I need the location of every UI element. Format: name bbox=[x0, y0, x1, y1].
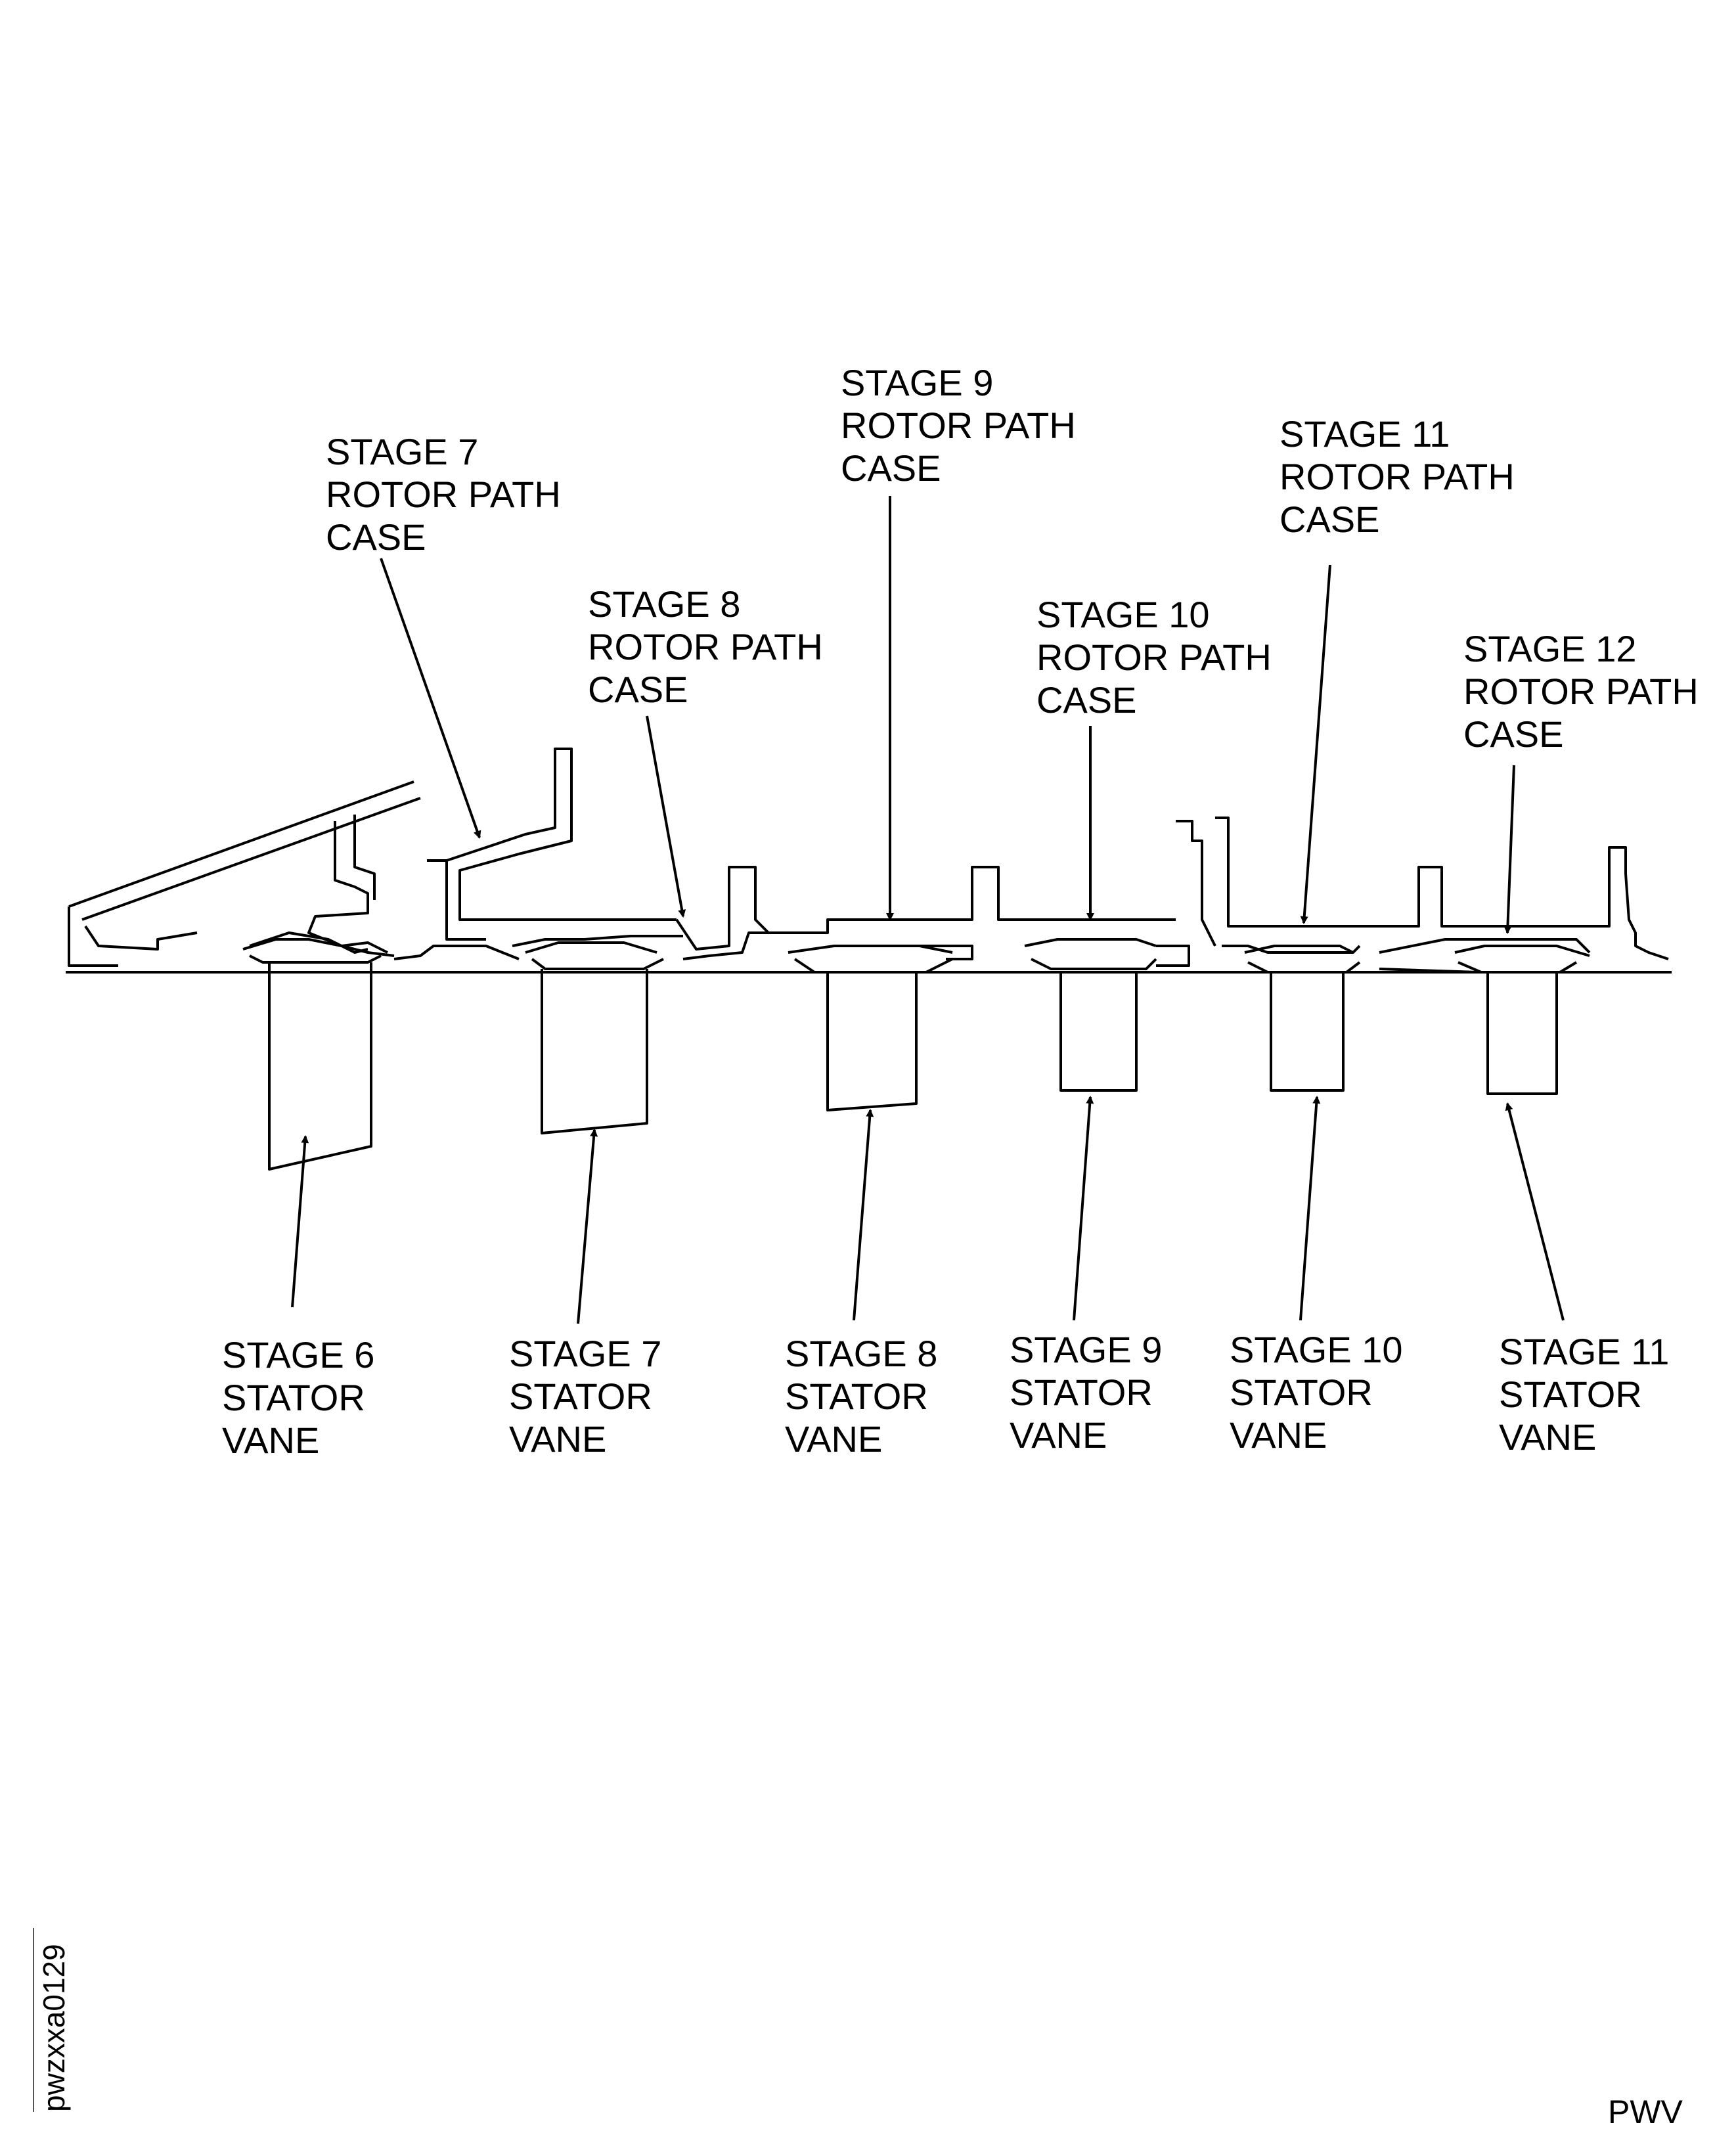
callout-line: ROTOR PATH bbox=[588, 626, 823, 667]
stage6-vane bbox=[242, 938, 395, 1171]
callout-stage9-stator-vane: STAGE 9 STATOR VANE bbox=[1010, 1328, 1162, 1456]
callout-line: ROTOR PATH bbox=[1036, 637, 1272, 678]
callout-line: STAGE 7 bbox=[509, 1333, 662, 1374]
callout-line: STATOR bbox=[1010, 1372, 1153, 1413]
callout-line: ROTOR PATH bbox=[841, 405, 1076, 446]
callout-stage11-stator-vane: STAGE 11 STATOR VANE bbox=[1499, 1330, 1669, 1458]
callout-line: STATOR bbox=[785, 1376, 928, 1417]
leader-stage7-rotor bbox=[380, 558, 481, 839]
stage11-rotor-case bbox=[1176, 817, 1406, 954]
callout-line: STAGE 9 bbox=[1010, 1329, 1163, 1370]
leader-stage11-rotor bbox=[1300, 564, 1331, 924]
figure-code: pwzxxa0129 bbox=[37, 1944, 71, 2112]
callout-stage9-rotor-case: STAGE 9 ROTOR PATH CASE bbox=[841, 361, 1076, 489]
callout-line: STATOR bbox=[222, 1377, 365, 1418]
callout-stage6-stator-vane: STAGE 6 STATOR VANE bbox=[222, 1333, 374, 1462]
callout-line: STAGE 7 bbox=[326, 431, 479, 472]
leader-stage8-vane bbox=[853, 1109, 874, 1321]
callout-line: ROTOR PATH bbox=[1463, 671, 1699, 712]
stage12-rotor-case bbox=[1379, 846, 1669, 960]
leader-stage11-vane bbox=[1505, 1102, 1565, 1321]
callout-line: VANE bbox=[785, 1418, 883, 1460]
callout-line: VANE bbox=[1010, 1414, 1107, 1456]
callout-stage12-rotor-case: STAGE 12 ROTOR PATH CASE bbox=[1463, 627, 1699, 755]
leader-stage7-vane bbox=[577, 1129, 598, 1324]
stage9-vane bbox=[1024, 938, 1190, 1092]
callout-line: STAGE 12 bbox=[1463, 628, 1637, 669]
callout-line: CASE bbox=[841, 447, 941, 489]
callout-line: VANE bbox=[1230, 1414, 1327, 1456]
leader-stage6-vane bbox=[291, 1135, 309, 1308]
stage8-rotor-case bbox=[675, 866, 1176, 960]
callout-line: STAGE 11 bbox=[1280, 413, 1450, 455]
callout-line: VANE bbox=[509, 1418, 607, 1460]
callout-line: STAGE 10 bbox=[1230, 1329, 1403, 1370]
callout-line: STAGE 8 bbox=[588, 583, 741, 625]
callout-line: STATOR bbox=[1230, 1372, 1373, 1413]
callout-stage10-rotor-case: STAGE 10 ROTOR PATH CASE bbox=[1036, 593, 1272, 721]
callout-line: VANE bbox=[222, 1420, 320, 1461]
stage7-vane bbox=[525, 941, 664, 1134]
callout-stage7-stator-vane: STAGE 7 STATOR VANE bbox=[509, 1332, 661, 1460]
callout-stage8-stator-vane: STAGE 8 STATOR VANE bbox=[785, 1332, 937, 1460]
callout-line: STAGE 6 bbox=[222, 1334, 375, 1376]
leader-stage12-rotor bbox=[1503, 765, 1515, 934]
stage7-rotor-case bbox=[393, 748, 683, 960]
callout-line: CASE bbox=[588, 669, 688, 710]
callout-line: VANE bbox=[1499, 1416, 1597, 1458]
callout-line: CASE bbox=[1463, 713, 1564, 755]
figure-code-rule bbox=[33, 1928, 34, 2112]
callout-stage10-stator-vane: STAGE 10 STATOR VANE bbox=[1230, 1328, 1403, 1456]
callout-line: CASE bbox=[1280, 499, 1380, 540]
stage10-vane bbox=[1244, 945, 1361, 1092]
leader-stage9-vane bbox=[1073, 1096, 1094, 1321]
stage8-vane bbox=[788, 945, 973, 1111]
callout-stage7-rotor-case: STAGE 7 ROTOR PATH CASE bbox=[326, 430, 561, 558]
footer-mark: PWV bbox=[1608, 2094, 1683, 2130]
inlet-cone bbox=[68, 780, 421, 967]
callout-stage8-rotor-case: STAGE 8 ROTOR PATH CASE bbox=[588, 583, 823, 711]
stage11-vane bbox=[1379, 945, 1668, 1095]
callout-line: STAGE 9 bbox=[841, 362, 994, 403]
callout-line: STATOR bbox=[509, 1376, 652, 1417]
callout-line: CASE bbox=[326, 516, 426, 558]
callout-line: STAGE 8 bbox=[785, 1333, 938, 1374]
callout-line: ROTOR PATH bbox=[1280, 456, 1515, 497]
callout-line: STAGE 11 bbox=[1499, 1331, 1670, 1372]
callout-line: CASE bbox=[1036, 679, 1137, 721]
leader-stage10-vane bbox=[1299, 1096, 1321, 1321]
callout-line: ROTOR PATH bbox=[326, 474, 561, 515]
callout-line: STAGE 10 bbox=[1036, 594, 1210, 635]
leader-stage8-rotor bbox=[646, 715, 686, 918]
callout-line: STATOR bbox=[1499, 1374, 1642, 1415]
callout-stage11-rotor-case: STAGE 11 ROTOR PATH CASE bbox=[1280, 413, 1515, 541]
